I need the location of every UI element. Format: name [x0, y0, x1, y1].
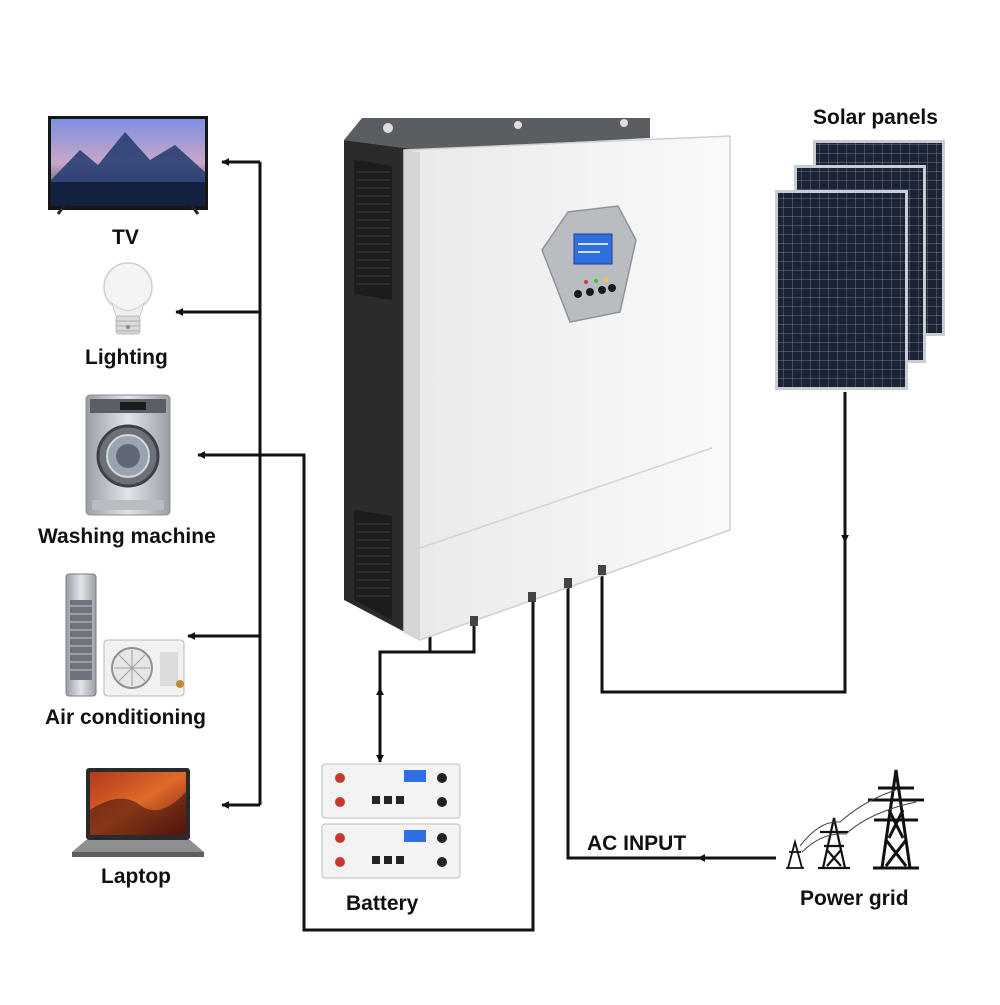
output-loop-line — [197, 451, 535, 932]
light-bulb-icon — [103, 262, 153, 335]
inverter-icon — [344, 118, 731, 641]
label-ac-input: AC INPUT — [587, 832, 687, 855]
wiring — [175, 158, 849, 932]
battery-module-1 — [321, 763, 461, 819]
label-tv: TV — [112, 226, 139, 249]
air-conditioner-icon — [65, 573, 185, 697]
solar-panel-icon — [775, 140, 945, 390]
label-solar-panels: Solar panels — [813, 106, 938, 129]
battery-icon — [321, 763, 461, 879]
label-washing-machine: Washing machine — [38, 525, 216, 548]
battery-link-line — [378, 622, 476, 700]
laptop-icon — [72, 768, 204, 857]
label-power-grid: Power grid — [800, 887, 909, 910]
label-lighting: Lighting — [85, 346, 168, 369]
label-air-conditioning: Air conditioning — [45, 706, 206, 729]
label-laptop: Laptop — [101, 865, 171, 888]
label-battery: Battery — [346, 892, 419, 915]
ac-input-line — [566, 582, 776, 860]
tv-icon — [48, 116, 208, 215]
washing-machine-icon — [85, 394, 171, 516]
transmission-tower-icon — [786, 769, 924, 870]
battery-module-2 — [321, 823, 461, 879]
